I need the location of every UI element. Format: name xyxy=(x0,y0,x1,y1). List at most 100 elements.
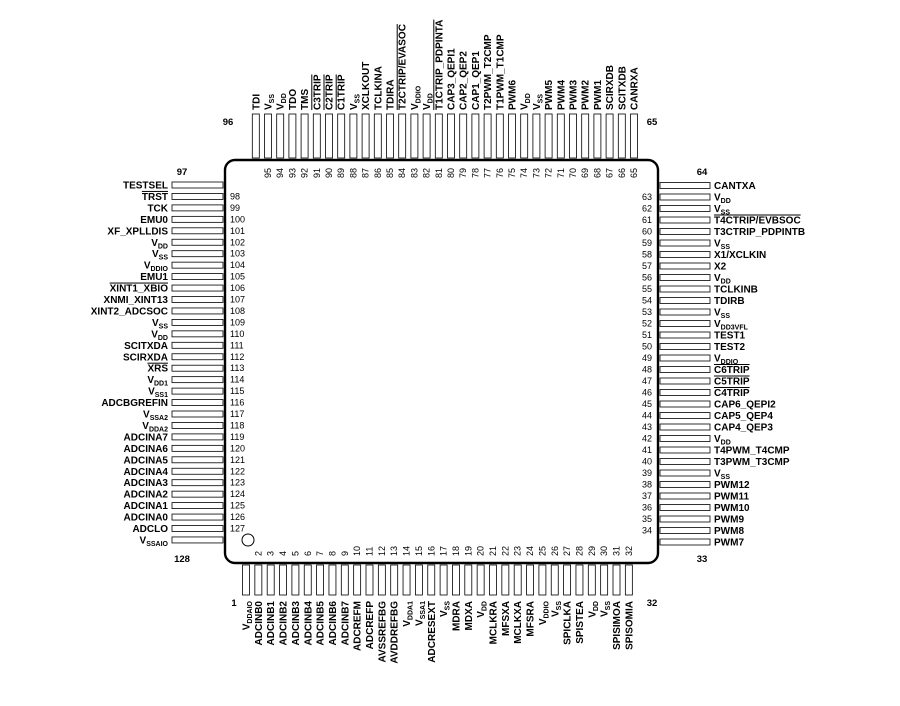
pin-label-cap1-qep1: CAP1_QEP1 xyxy=(471,51,482,110)
pin-lead xyxy=(508,113,516,159)
pin-lead xyxy=(328,564,337,596)
pin-label-spistea: SPISTEA xyxy=(575,601,586,644)
pin-lead xyxy=(266,564,275,596)
pin-number: 46 xyxy=(642,388,652,398)
pin-label-tdo: TDO xyxy=(288,89,299,110)
pin-label-pwm11: PWM11 xyxy=(714,492,749,503)
pin-label-adcina0: ADCINA0 xyxy=(124,513,169,524)
pin-label-v-ss: VSS xyxy=(152,249,168,262)
pin-lead xyxy=(459,113,468,159)
pin-number: 127 xyxy=(230,524,245,534)
pin-number: 117 xyxy=(230,409,244,419)
pin-number: 35 xyxy=(642,514,652,524)
pin-label-adcbgrefin: ADCBGREFIN xyxy=(101,398,168,409)
pin-label-adcinb1: ADCINB1 xyxy=(266,601,277,646)
pin-lead xyxy=(489,564,497,596)
pin-label-tclkina: TCLKINA xyxy=(373,66,384,110)
pin-lead xyxy=(593,113,602,159)
pin-lead xyxy=(337,113,346,159)
pin-lead xyxy=(171,502,224,510)
pin-number: 98 xyxy=(230,191,240,201)
pin-lead xyxy=(353,564,362,596)
pin-number: 22 xyxy=(500,546,510,556)
pin-label-t1ctrip-pdpinta: T1CTRIP_PDPINTA xyxy=(434,20,445,110)
pin-number: 6 xyxy=(303,551,313,556)
pin-number: 54 xyxy=(642,296,652,306)
pin-lead xyxy=(427,564,436,596)
pin-number: 55 xyxy=(642,284,652,294)
pin-lead xyxy=(659,205,711,212)
pin-label-adcina4: ADCINA4 xyxy=(124,467,169,478)
pin-lead xyxy=(538,564,547,596)
pin-label-testsel: TESTSEL xyxy=(123,181,168,192)
pin-number: 58 xyxy=(642,250,652,260)
corner-label-top-right: 65 xyxy=(647,117,658,128)
pin-64: CANTXA xyxy=(659,181,756,192)
pin-lead xyxy=(550,564,559,596)
corner-label-top-left: 96 xyxy=(223,117,234,128)
pin-label-t4pwm-t4cmp: T4PWM_T4CMP xyxy=(714,446,790,457)
pin-number: 104 xyxy=(230,260,245,270)
pin-label-cap6-qepi2: CAP6_QEPI2 xyxy=(714,400,776,411)
pin-number: 99 xyxy=(230,203,240,213)
pin-number: 84 xyxy=(397,168,407,178)
pin-number: 16 xyxy=(426,546,436,556)
pin-label-adcinb4: ADCINB4 xyxy=(303,601,314,646)
pin-number: 29 xyxy=(587,546,597,556)
pin-label-v-ssa1: VSSA1 xyxy=(414,601,427,626)
pin-lead xyxy=(659,239,711,247)
pin-lead xyxy=(171,433,224,441)
pin-label-adcinb6: ADCINB6 xyxy=(328,601,339,646)
pin-number: 120 xyxy=(230,443,245,453)
pin-label-x2: X2 xyxy=(714,262,727,273)
pin-label-cap2-qep2: CAP2_QEP2 xyxy=(459,51,470,110)
pin-lead xyxy=(402,564,411,596)
pin-label-v-ssa2: VSSA2 xyxy=(143,410,168,423)
pin-lead xyxy=(349,113,358,159)
pin-lead xyxy=(288,113,297,159)
pin-label-adcina3: ADCINA3 xyxy=(124,478,169,489)
pin-label-v-dda1: VDDA1 xyxy=(402,601,415,627)
pin-label-t3pwm-t3cmp: T3PWM_T3CMP xyxy=(714,457,790,468)
pin-label-scirxda: SCIRXDA xyxy=(123,352,168,363)
pin-lead xyxy=(171,410,224,418)
pin-lead xyxy=(624,564,633,596)
pin-lead xyxy=(659,193,711,201)
pin-lead xyxy=(659,446,711,454)
pin-number: 59 xyxy=(642,238,652,248)
pin-number: 49 xyxy=(642,353,652,363)
pin-lead xyxy=(495,113,504,159)
pin-number: 45 xyxy=(642,399,652,409)
pin-label-v-dd3vfl: VDD3VFL xyxy=(714,319,749,332)
pin-lead xyxy=(398,113,407,159)
pin-lead xyxy=(520,113,529,159)
pin-label-adcina2: ADCINA2 xyxy=(124,490,169,501)
pin-lead xyxy=(171,307,224,315)
pin-label-c6trip: C6TRIP xyxy=(714,365,750,376)
pin-label-v-ss: VSS xyxy=(264,94,277,110)
pin-number: 51 xyxy=(642,330,652,340)
pin-label-t2pwm-t2cmp: T2PWM_T2CMP xyxy=(483,34,494,110)
pin-label-xf-xplldis: XF_XPLLDIS xyxy=(107,226,168,237)
pin-label-mclkra: MCLKRA xyxy=(489,601,500,644)
pin-label-adcresext: ADCRESEXT xyxy=(427,601,438,663)
pin-label-v-dd: VDD xyxy=(520,93,533,110)
